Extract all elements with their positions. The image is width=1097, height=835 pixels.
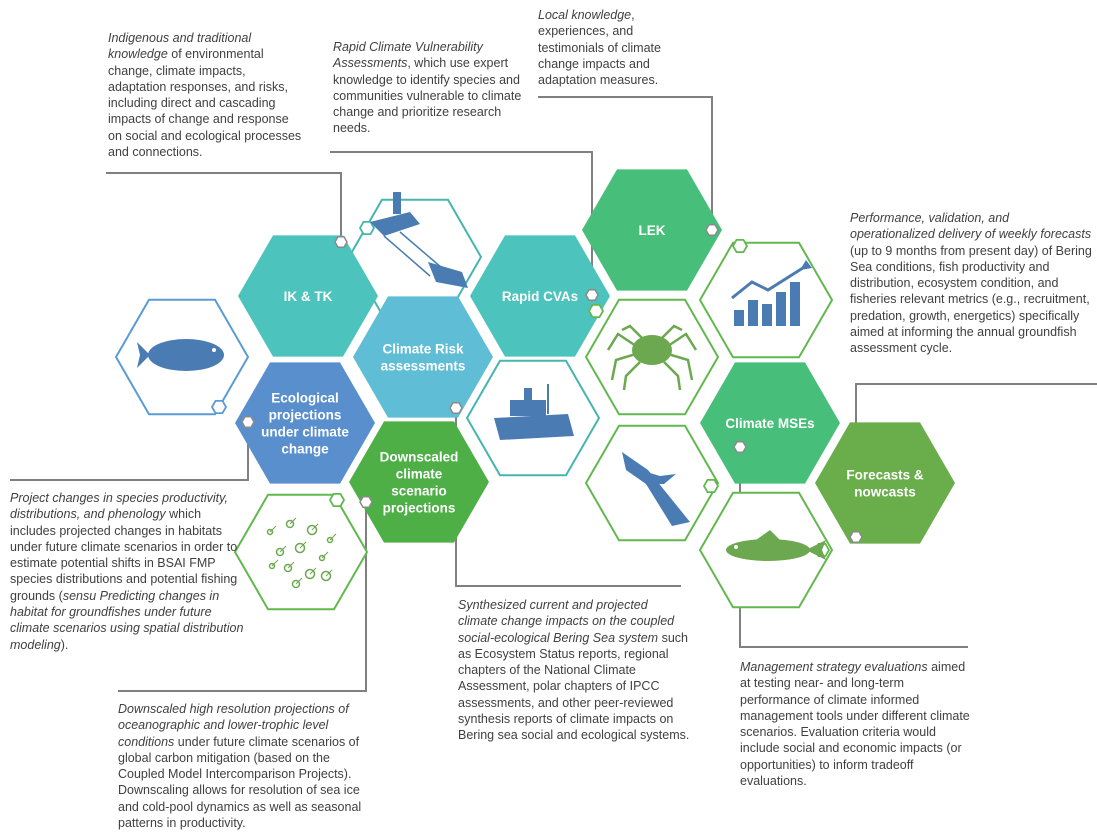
hex-label-climate-risk: assessments [381, 359, 466, 374]
bar-chart-trend-icon [731, 260, 812, 326]
note-ik-rest: of environmental change, climate impacts… [108, 47, 302, 160]
note-rcva-rest: , which use expert knowledge to identify… [333, 56, 522, 136]
small-hex-marker [210, 399, 228, 415]
note-downscaled-projections: Downscaled high resolution projections o… [118, 701, 372, 831]
hex-label-ecological-projections: change [281, 442, 329, 457]
connector-lek [538, 96, 713, 230]
note-synth-rest: such as Ecosystem Status reports, region… [458, 630, 690, 743]
hex-label-downscaled: climate [396, 467, 443, 482]
hex-rapid-cvas: Rapid CVAs [470, 235, 610, 357]
hex-climate-risk: Climate Risk assessments [353, 296, 493, 418]
hex-label-downscaled: projections [383, 501, 456, 516]
research-ship-icon [494, 384, 574, 440]
connector-endpoint-marker [241, 416, 255, 428]
connector-endpoint-marker [334, 236, 348, 248]
connector-endpoint-marker [359, 496, 373, 508]
hex-forecasts: Forecasts & nowcasts [815, 422, 955, 544]
note-downscaled-em: Downscaled high resolution projections o… [118, 702, 349, 749]
hex-label-climate-mses: Climate MSEs [725, 416, 814, 431]
connector-lines [10, 96, 1097, 692]
small-hex-marker [731, 238, 749, 254]
hex-label-rapid-cvas: Rapid CVAs [502, 289, 578, 304]
crab-icon [606, 324, 698, 391]
plankton-icon [266, 517, 337, 589]
small-hex-marker [587, 303, 605, 319]
note-ik-em: Indigenous and traditional knowledge [108, 31, 252, 62]
note-forecast-rest: (up to 9 months from present day) of Ber… [850, 243, 1092, 356]
hex-label-downscaled: Downscaled [380, 450, 459, 465]
note-project-mid: which includes projected changes in habi… [10, 507, 238, 603]
hex-label-forecasts: nowcasts [854, 485, 916, 500]
note-ecological-projections: Project changes in species productivity,… [10, 490, 250, 653]
note-synthesized-impacts: Synthesized current and projected climat… [458, 597, 690, 744]
note-project-em2: sensu Predicting changes in habitat for … [10, 588, 244, 652]
connector-endpoint-marker [849, 531, 863, 543]
connector-ik [106, 172, 342, 242]
hex-ecological-projections: Ecological projections under climate change [235, 362, 375, 484]
hex-label-climate-risk: Climate Risk [382, 342, 464, 357]
note-mse-em: Management strategy evaluations [740, 660, 928, 674]
note-synth-em: Synthesized current and projected climat… [458, 598, 675, 645]
hex-ik-tk: IK & TK [238, 235, 378, 357]
hex-climate-mses: Climate MSEs [700, 362, 840, 484]
note-downscaled-rest: under future climate scenarios of global… [118, 734, 362, 831]
connector-endpoint-marker [705, 224, 719, 236]
note-management-strategy: Management strategy evaluations aimed at… [740, 659, 972, 789]
note-rapid-cva: Rapid Climate Vulnerability Assessments,… [333, 39, 523, 137]
research-vessel-trawl-icon [370, 192, 468, 288]
note-lek-em: Local knowledge [538, 8, 632, 22]
note-local-knowledge: Local knowledge, experiences, and testim… [538, 7, 686, 88]
seabird-icon [622, 452, 690, 526]
hex-label-ecological-projections: Ecological [271, 391, 339, 406]
note-project-end: ). [60, 637, 69, 652]
hex-label-ecological-projections: projections [269, 408, 342, 423]
connector-endpoint-marker [733, 441, 747, 453]
note-lek-rest: , experiences, and testimonials of clima… [538, 8, 661, 88]
connector-endpoint-marker [449, 402, 463, 414]
connector-rcva [330, 151, 593, 295]
hex-label-forecasts: Forecasts & [846, 468, 924, 483]
small-hex-marker [702, 478, 720, 494]
hex-label-lek: LEK [639, 223, 666, 238]
hex-downscaled: Downscaled climate scenario projections [349, 421, 489, 543]
flounder-fish-icon [137, 339, 224, 371]
hex-lek: LEK [582, 169, 722, 291]
connector-project [10, 422, 249, 481]
hex-chart-tile [698, 241, 834, 359]
note-project-em: Project changes in species productivity,… [10, 491, 228, 522]
note-forecast-em: Performance, validation, and operational… [850, 211, 1092, 242]
hex-label-ik-tk: IK & TK [284, 289, 333, 304]
connector-endpoint-marker [585, 289, 599, 301]
connector-downscaled [118, 502, 367, 692]
small-hex-marker [328, 492, 346, 508]
note-mse-rest: aimed at testing near- and long-term per… [740, 660, 970, 789]
note-indigenous-knowledge: Indigenous and traditional knowledge of … [108, 30, 304, 160]
note-forecasts: Performance, validation, and operational… [850, 210, 1095, 357]
hex-label-ecological-projections: under climate [261, 425, 349, 440]
groundfish-icon [726, 530, 826, 561]
note-rcva-em: Rapid Climate Vulnerability Assessments [333, 40, 483, 71]
hex-label-downscaled: scenario [391, 484, 447, 499]
